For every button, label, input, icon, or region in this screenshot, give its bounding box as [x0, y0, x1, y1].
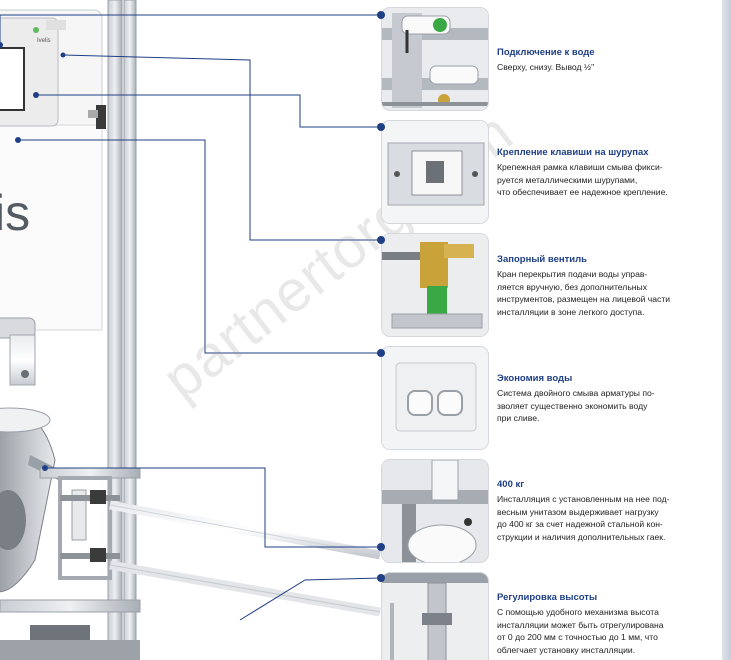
callout-dot-button-mount	[377, 123, 385, 131]
feature-desc-water-saving: Система двойного смыва арматуры по- звол…	[497, 388, 655, 424]
callout-dot-load	[377, 543, 385, 551]
thumb-water-saving	[381, 346, 489, 450]
callout-dot-water-saving	[377, 349, 385, 357]
load-capacity-photo-icon	[382, 460, 488, 562]
dual-flush-button-photo-icon	[382, 347, 488, 449]
feature-title-water-saving: Экономия воды	[497, 373, 573, 384]
thumb-water-connection	[381, 7, 489, 111]
feature-desc-valve: Кран перекрытия подачи воды управ- ляетс…	[497, 269, 671, 317]
callout-dot-water	[377, 11, 385, 19]
feature-title-load: 400 кг	[497, 479, 525, 490]
callout-lines	[0, 14, 382, 621]
feature-desc-height: С помощью удобного механизма высота инст…	[497, 607, 664, 655]
button-opening	[0, 47, 25, 111]
feature-title-valve: Запорный вентиль	[497, 254, 588, 265]
callout-line-valve	[62, 54, 381, 241]
callout-line-load	[45, 467, 381, 548]
feature-title-height: Регулировка высоты	[497, 592, 598, 603]
callout-line-water-saving	[18, 139, 381, 354]
callout-line-button-mount	[36, 94, 381, 128]
callout-line-height	[239, 577, 382, 621]
thumb-shutoff-valve	[381, 233, 489, 337]
shutoff-valve-photo-icon	[382, 234, 488, 336]
button-mount-photo-icon	[382, 121, 488, 223]
water-connection-photo-icon	[382, 8, 488, 110]
callout-dot-height	[377, 574, 385, 582]
height-adjustment-photo-icon	[382, 573, 488, 660]
feature-desc-button-mount: Крепежная рамка клавиши смыва фикси- руе…	[497, 162, 668, 198]
next-page-edge	[722, 0, 731, 660]
lower-bracket	[58, 476, 112, 580]
feature-desc-water: Сверху, снизу. Вывод ½"	[497, 62, 595, 72]
callout-line-water	[0, 14, 381, 45]
thumb-load-capacity	[381, 459, 489, 563]
feature-title-button-mount: Крепление клавиши на шурупах	[497, 147, 649, 158]
thumb-height-adjustment	[381, 572, 489, 660]
brand-logo: is	[0, 185, 30, 241]
callout-dot-valve	[377, 236, 385, 244]
feature-title-water: Подключение к воде	[497, 47, 595, 58]
svg-text:Ivelis: Ivelis	[37, 38, 51, 44]
thumb-button-mount	[381, 120, 489, 224]
feature-desc-load: Инсталляция с установленным на нее под- …	[497, 494, 670, 542]
frame-post-right	[123, 0, 137, 660]
